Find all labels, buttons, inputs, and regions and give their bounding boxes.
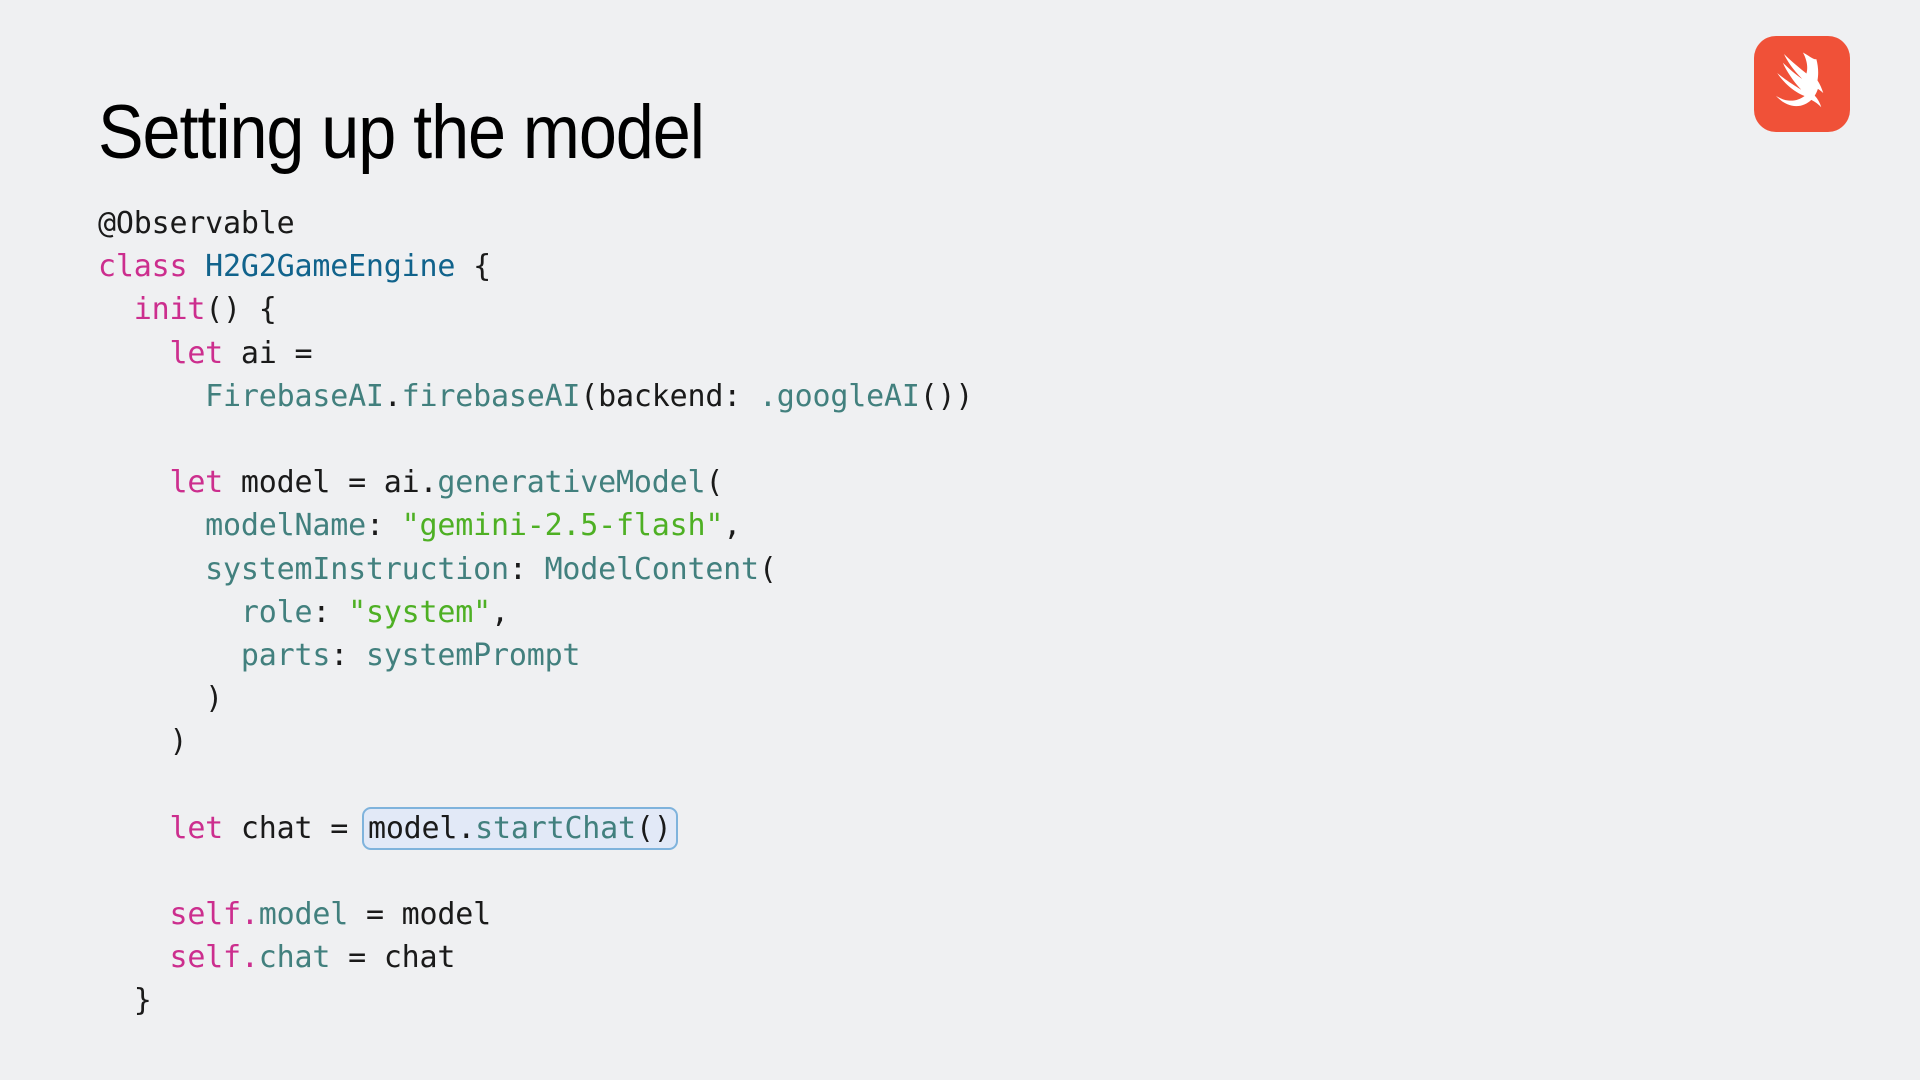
code-line: role: "system", bbox=[98, 591, 973, 634]
code-line: systemInstruction: ModelContent( bbox=[98, 548, 973, 591]
code-token-plain: ( bbox=[705, 465, 724, 501]
code-token-member: chat bbox=[258, 940, 331, 976]
code-token-keyword: let bbox=[169, 465, 224, 501]
code-token-plain: () { bbox=[205, 292, 277, 328]
code-token-plain bbox=[98, 638, 241, 673]
code-line bbox=[98, 763, 973, 806]
code-token-plain: = model bbox=[348, 897, 491, 932]
code-token-member: systemPrompt bbox=[365, 637, 581, 673]
code-token-member: model bbox=[258, 897, 349, 932]
code-line: let model = ai.generativeModel( bbox=[98, 461, 973, 504]
code-token-type: H2G2GameEngine bbox=[205, 249, 456, 285]
code-token-member: ModelContent bbox=[544, 551, 760, 587]
code-token-keyword: self bbox=[169, 897, 241, 932]
code-token-plain: () bbox=[635, 810, 672, 846]
code-token-keyword: init bbox=[133, 292, 206, 328]
code-token-plain: ) bbox=[98, 724, 188, 760]
code-token-plain: { bbox=[455, 249, 491, 285]
code-token-plain bbox=[98, 336, 169, 371]
code-token-keyword: . bbox=[240, 897, 259, 932]
code-line: parts: systemPrompt bbox=[98, 634, 973, 677]
code-token-plain: ) bbox=[98, 681, 224, 717]
code-line bbox=[98, 850, 973, 893]
code-token-plain bbox=[98, 595, 241, 630]
code-token-plain: } bbox=[98, 983, 152, 1019]
code-token-plain: : bbox=[508, 551, 545, 587]
code-token-plain: : bbox=[330, 637, 366, 673]
code-token-member: systemInstruction bbox=[205, 551, 509, 587]
code-token-attr: @Observable bbox=[98, 206, 295, 241]
code-token-plain: , bbox=[491, 594, 509, 630]
code-token-plain bbox=[98, 897, 169, 932]
code-line: FirebaseAI.firebaseAI(backend: .googleAI… bbox=[98, 375, 973, 418]
code-token-member: .googleAI bbox=[758, 378, 920, 414]
code-token-string: "gemini-2.5-flash" bbox=[401, 508, 724, 544]
code-token-plain: , bbox=[723, 508, 742, 544]
code-token-plain bbox=[98, 811, 169, 846]
code-token-member: firebaseAI bbox=[401, 378, 581, 414]
code-token-keyword: class bbox=[98, 249, 206, 285]
code-line: init() { bbox=[98, 288, 973, 331]
code-token-plain: ( bbox=[758, 551, 777, 587]
code-token-plain bbox=[98, 552, 205, 587]
code-token-plain: : bbox=[365, 508, 402, 544]
code-line: @Observable bbox=[98, 202, 973, 245]
code-token-plain bbox=[98, 465, 169, 500]
code-line: self.chat = chat bbox=[98, 936, 973, 979]
code-token-plain bbox=[98, 292, 134, 327]
code-token-keyword: let bbox=[169, 810, 224, 846]
code-line: ) bbox=[98, 677, 973, 720]
code-token-keyword: let bbox=[169, 335, 224, 371]
code-line: let ai = bbox=[98, 332, 973, 375]
code-token-plain: model = ai. bbox=[223, 465, 438, 501]
code-token-keyword: . bbox=[240, 940, 259, 976]
code-token-plain: model bbox=[367, 810, 458, 846]
code-token-plain: = chat bbox=[330, 940, 456, 976]
code-token-member: modelName bbox=[205, 508, 366, 544]
code-token-plain bbox=[98, 379, 205, 414]
page-title: Setting up the model bbox=[98, 89, 705, 175]
code-token-keyword: self bbox=[169, 940, 241, 976]
code-token-member: role bbox=[240, 594, 313, 630]
code-token-plain: : bbox=[312, 594, 349, 630]
code-line: modelName: "gemini-2.5-flash", bbox=[98, 504, 973, 547]
highlighted-expression[interactable]: model.startChat() bbox=[361, 806, 678, 850]
code-token-plain: ai = bbox=[223, 335, 313, 371]
code-token-member: parts bbox=[240, 637, 331, 673]
code-token-member: startChat bbox=[475, 810, 636, 846]
code-token-plain bbox=[98, 508, 205, 543]
code-token-plain: ()) bbox=[919, 378, 974, 414]
code-line: class H2G2GameEngine { bbox=[98, 245, 973, 288]
code-token-plain: chat = bbox=[223, 810, 366, 846]
code-token-plain: . bbox=[383, 378, 402, 414]
code-token-plain: (backend: bbox=[580, 378, 759, 414]
code-line: self.model = model bbox=[98, 893, 973, 936]
code-line: let chat = model.startChat() bbox=[98, 806, 973, 850]
code-token-member: generativeModel bbox=[437, 465, 706, 501]
swift-logo bbox=[1754, 36, 1850, 132]
code-line bbox=[98, 418, 973, 461]
code-line: ) bbox=[98, 720, 973, 763]
code-token-string: "system" bbox=[348, 594, 491, 630]
code-token-plain bbox=[98, 940, 169, 975]
code-token-plain: . bbox=[457, 810, 476, 846]
code-token-member: FirebaseAI bbox=[205, 378, 384, 414]
code-line: } bbox=[98, 979, 973, 1022]
swift-bird-icon bbox=[1767, 49, 1837, 119]
